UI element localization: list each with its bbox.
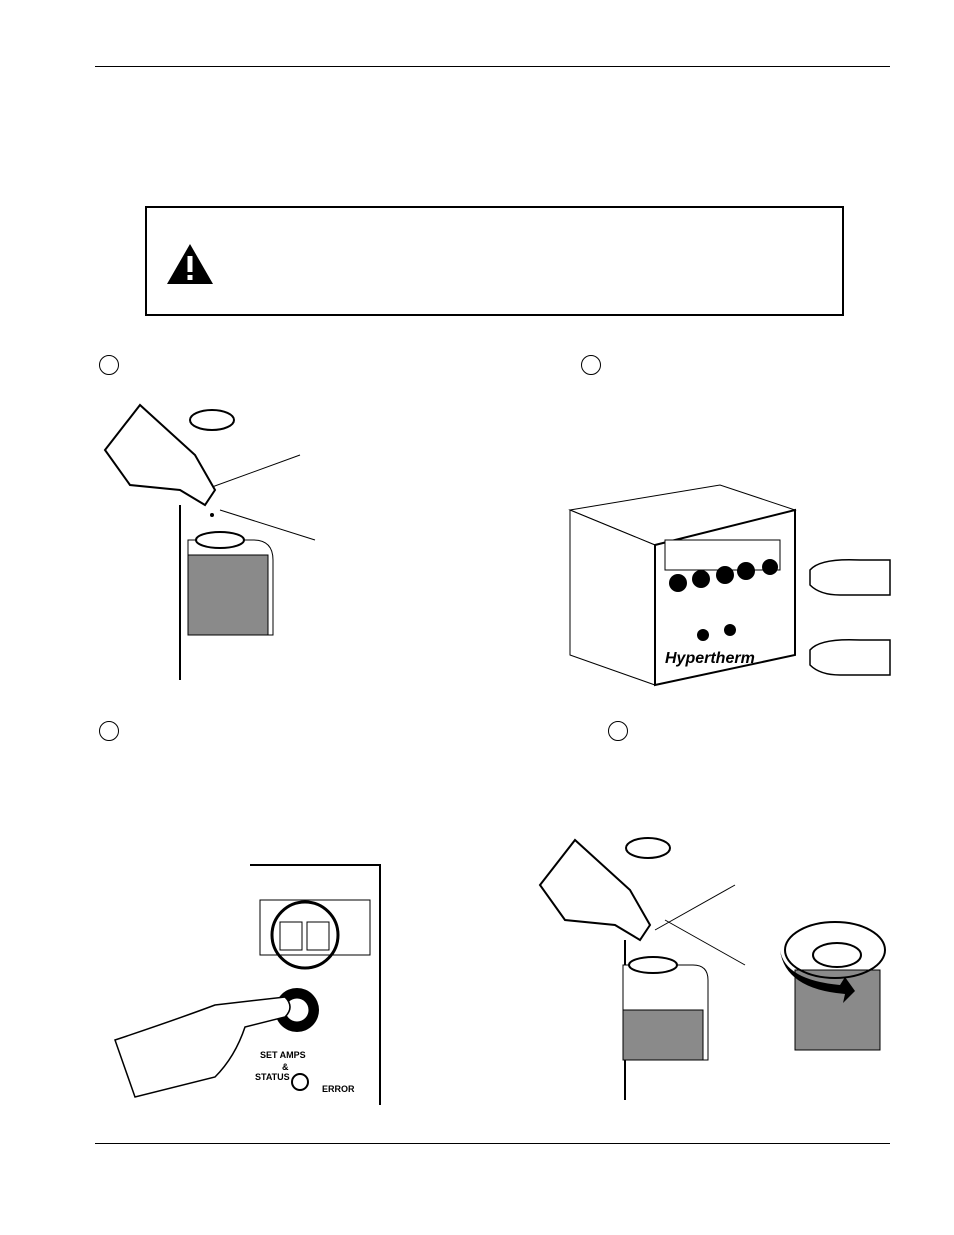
header-rule [95, 66, 890, 67]
figure-refill-cap [538, 837, 886, 1100]
warning-box [145, 206, 844, 316]
figure-power-supply: Hypertherm [568, 484, 891, 687]
ampersand-label: & [282, 1062, 289, 1072]
step-marker-4 [608, 721, 628, 741]
step-marker-1 [99, 355, 119, 375]
figure-fill-reservoir [103, 403, 316, 680]
error-label: ERROR [322, 1084, 355, 1094]
set-amps-label: SET AMPS [260, 1050, 306, 1060]
footer-rule [95, 1143, 890, 1144]
hypertherm-logo: Hypertherm [665, 650, 755, 667]
figure-set-amps-knob: SET AMPS & STATUS ERROR [114, 864, 381, 1105]
warning-triangle-icon [167, 244, 213, 284]
step-marker-2 [581, 355, 601, 375]
status-label: STATUS [255, 1072, 290, 1082]
step-marker-3 [99, 721, 119, 741]
